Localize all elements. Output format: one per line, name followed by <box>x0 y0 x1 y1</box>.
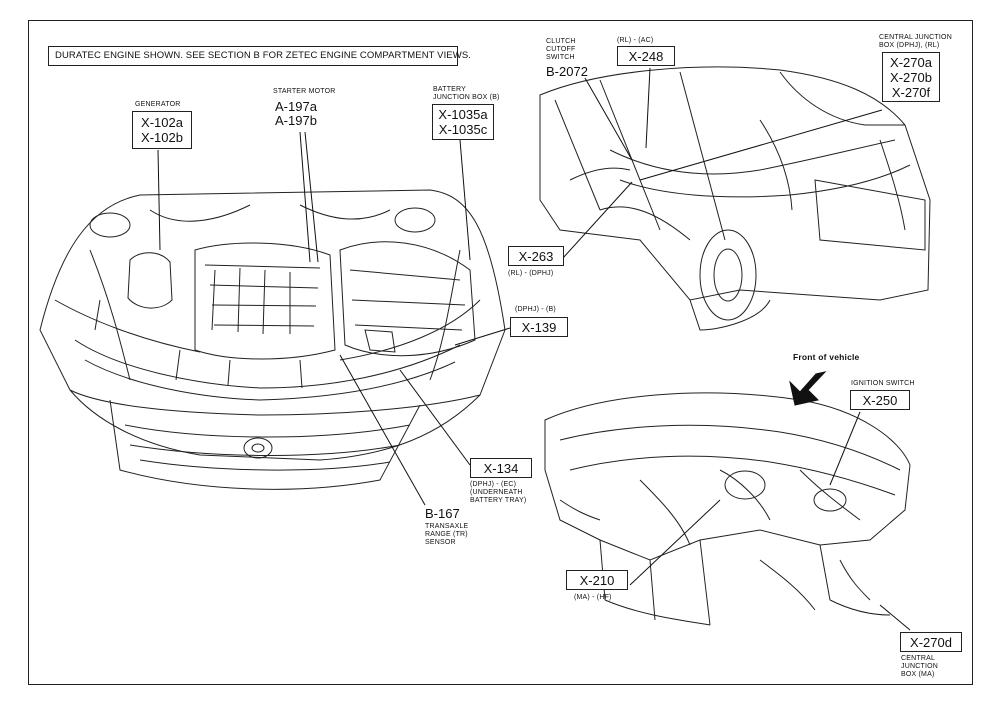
diagram-frame <box>28 20 973 685</box>
connector-code: X-210 <box>579 572 615 588</box>
b167-caption: RANGE (TR) <box>425 531 468 538</box>
connector-code: X-270f <box>891 84 931 100</box>
x263-connector-box: X-263 <box>508 246 564 266</box>
engine-note: DURATEC ENGINE SHOWN. SEE SECTION B FOR … <box>48 46 471 66</box>
starter-motor-code: A-197b <box>275 113 317 128</box>
x210-connector-box: X-210 <box>566 570 628 590</box>
front-of-vehicle-label: Front of vehicle <box>793 352 860 362</box>
b167-caption: TRANSAXLE <box>425 523 469 530</box>
ignition-switch-connector-box: X-250 <box>850 390 910 410</box>
connector-code: X-250 <box>862 392 898 408</box>
connector-code: X-248 <box>628 48 664 64</box>
connector-code: X-102b <box>141 130 183 145</box>
clutch-switch-caption: SWITCH <box>546 54 575 61</box>
vehicle-rear-drawing <box>539 66 931 331</box>
generator-caption: GENERATOR <box>135 101 181 108</box>
starter-motor-code: A-197a <box>275 99 317 114</box>
x248-connector-box: X-248 <box>617 46 675 66</box>
x263-caption: (RL) - (DPHJ) <box>508 270 554 277</box>
battery-junction-box-caption: JUNCTION BOX (B) <box>433 94 500 101</box>
x210-caption: (MA) - (HF) <box>574 594 612 601</box>
b167-code: B-167 <box>425 506 460 521</box>
x270d-caption: JUNCTION <box>901 663 938 670</box>
clutch-switch-caption: CUTOFF <box>546 46 576 53</box>
x270d-caption: BOX (MA) <box>901 671 935 678</box>
front-of-vehicle-arrow <box>789 371 827 406</box>
central-junction-box-connector-box: X-270a X-270b X-270f <box>882 52 940 102</box>
x248-caption: (RL) - (AC) <box>617 37 654 44</box>
connector-code: X-263 <box>518 248 554 264</box>
connector-code: X-270a <box>890 54 932 70</box>
instrument-panel-drawing <box>544 392 911 626</box>
x134-caption: BATTERY TRAY) <box>470 497 527 504</box>
starter-motor-caption: STARTER MOTOR <box>273 88 336 95</box>
engine-compartment-drawing <box>39 189 506 490</box>
x134-caption: (UNDERNEATH <box>470 489 523 496</box>
connector-code: X-102a <box>141 115 183 130</box>
generator-connector-box: X-102a X-102b <box>132 111 192 149</box>
b167-caption: SENSOR <box>425 539 456 546</box>
x139-caption: (DPHJ) - (B) <box>515 306 556 313</box>
leader-lines <box>157 67 911 631</box>
central-junction-box-caption: CENTRAL JUNCTION <box>879 34 952 41</box>
battery-junction-box-connector-box: X-1035a X-1035c <box>432 104 494 140</box>
x270d-caption: CENTRAL <box>901 655 936 662</box>
clutch-switch-code: B-2072 <box>546 64 588 79</box>
x134-connector-box: X-134 <box>470 458 532 478</box>
x134-caption: (DPHJ) - (EC) <box>470 481 517 488</box>
connector-code: X-270b <box>890 69 932 85</box>
central-junction-box-caption: BOX (DPHJ), (RL) <box>879 42 940 49</box>
battery-junction-box-caption: BATTERY <box>433 86 467 93</box>
x270d-connector-box: X-270d <box>900 632 962 652</box>
x139-connector-box: X-139 <box>510 317 568 337</box>
clutch-switch-caption: CLUTCH <box>546 38 576 45</box>
connector-code: X-1035a <box>438 107 488 122</box>
connector-code: X-270d <box>910 634 952 650</box>
connector-code: X-1035c <box>438 122 488 137</box>
connector-code: X-139 <box>521 319 557 335</box>
connector-code: X-134 <box>483 460 519 476</box>
ignition-switch-caption: IGNITION SWITCH <box>851 380 915 387</box>
